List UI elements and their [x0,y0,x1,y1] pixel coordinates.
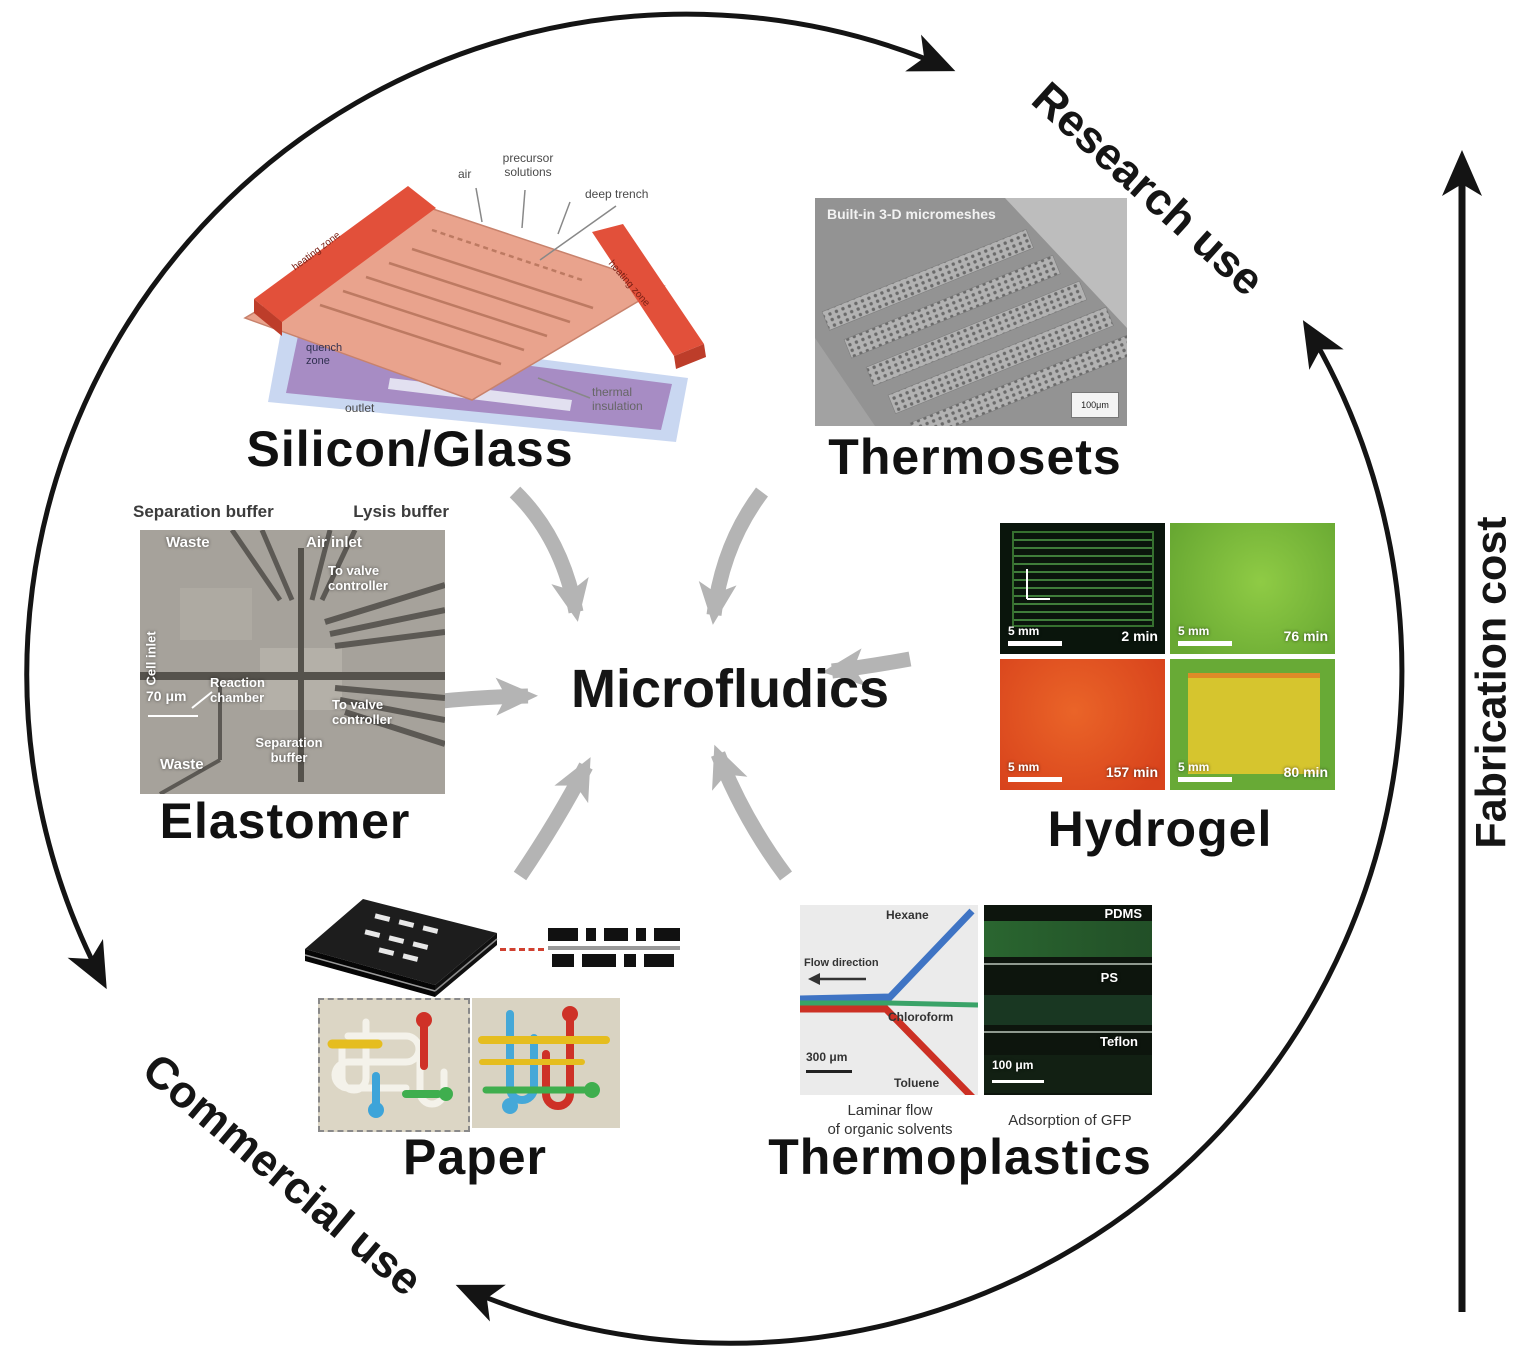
thermoplastics-label-chloroform: Chloroform [888,1010,954,1024]
thermoplastics-label-ps: PS [1100,970,1118,985]
arrow-from-thermosets [698,487,769,625]
elastomer-label-reaction-chamber: Reaction chamber [210,675,265,705]
gfp-band-pdms [984,921,1152,957]
silicon-label-outlet: outlet [345,401,375,415]
band-separator [984,1031,1152,1033]
silicon-label-precursor-solutions: precursor solutions [502,151,554,179]
thermoplastics-label-pdms: PDMS [1104,906,1142,921]
thermoplastics-label-teflon: Teflon [1099,1034,1138,1049]
hydrogel-time-2: 76 min [1283,628,1328,644]
hydrogel-yellow-region [1188,673,1320,774]
thermoplastics-label-flow-direction: Flow direction [804,957,879,969]
arrow-from-hydrogel [822,648,912,687]
hydrogel-scalebar-3 [1008,777,1062,782]
hydrogel-time-4: 80 min [1283,764,1328,780]
elastomer-header-labels: Separation buffer Lysis buffer [133,502,449,522]
gfp-band-ps [984,995,1152,1025]
center-microfluidics-label: Microfludics [570,659,890,719]
elastomer-label-waste-top: Waste [166,534,210,551]
arrow-from-paper [513,757,593,881]
thermosets-figure: Built-in 3-D micromeshes 100μm [815,198,1127,426]
fabrication-cost-label: Fabrication cost [1467,516,1516,849]
elastomer-label-waste-bottom: Waste [160,756,204,773]
thermosets-title: Thermosets [828,429,1122,485]
elastomer-label-cell-inlet: Cell inlet [143,631,159,686]
paper-weave-colored [472,998,620,1128]
gfp-scalebar [992,1080,1044,1083]
hydrogel-panel-157min: 5 mm 157 min [1000,659,1165,790]
paper-3d-device [305,893,510,1003]
hydrogel-time-1: 2 min [1121,628,1158,644]
paper-cross-section-schematic [548,922,680,974]
elastomer-scale-bar-label: 70 μm [146,688,187,704]
paper-connector-dashes [500,948,544,951]
arrow-from-silicon [509,486,589,622]
thermosets-sem-image [815,198,1127,426]
thermoplastics-label-hexane: Hexane [886,908,929,922]
elastomer-label-valve-controller-lower: To valve controller [332,697,392,727]
thermoplastics-scale-300um: 300 μm [806,1050,848,1064]
elastomer-label-air-inlet: Air inlet [306,534,362,551]
silicon-glass-figure: air precursor solutions deep trench heat… [240,150,710,450]
silicon-glass-title: Silicon/Glass [246,421,574,477]
elastomer-label-valve-controller-upper: To valve controller [328,563,388,593]
silicon-label-quench-zone: quench zone [306,342,343,367]
axis-glyph-icon [1026,569,1050,600]
thermoplastics-gfp-panel: PDMS PS Teflon 100 μm [984,905,1152,1095]
silicon-label-deep-trench: deep trench [585,187,649,201]
elastomer-micrograph [140,530,445,794]
hydrogel-serpentine-channels [1012,531,1154,627]
hydrogel-scalebar-1 [1008,641,1062,646]
elastomer-figure: Waste Air inlet To valve controller Cell… [140,530,445,794]
hydrogel-title: Hydrogel [1047,801,1273,857]
thermosets-image-caption: Built-in 3-D micromeshes [827,206,996,222]
hydrogel-figure: 5 mm 2 min 5 mm 76 min 5 mm 157 min 5 mm… [1000,523,1335,790]
gfp-band-teflon [984,1055,1152,1093]
arrow-from-elastomer [431,677,538,716]
arrow-from-thermoplastics [711,744,793,881]
arc-top-left [24,11,956,990]
thermosets-scale-bar: 100μm [1071,392,1119,418]
hydrogel-scalebar-2 [1178,641,1232,646]
hydrogel-scale-2: 5 mm [1178,624,1210,638]
paper-weave-uncolored [318,998,470,1132]
paper-title: Paper [403,1129,547,1185]
hydrogel-panel-76min: 5 mm 76 min [1170,523,1335,654]
hydrogel-panel-2min: 5 mm 2 min [1000,523,1165,654]
thermoplastics-title: Thermoplastics [768,1129,1152,1185]
elastomer-label-lysis-buffer: Lysis buffer [353,502,449,521]
hydrogel-scale-4: 5 mm [1178,760,1210,774]
thermoplastics-scale-100um: 100 μm [992,1058,1034,1073]
thermoplastics-right-caption: Adsorption of GFP [1008,1112,1132,1129]
hydrogel-scalebar-4 [1178,777,1232,782]
band-separator [984,963,1152,965]
thermoplastics-laminar-panel: Hexane Flow direction Chloroform Toluene… [800,905,978,1095]
elastomer-title: Elastomer [159,793,411,849]
thermoplastics-left-caption: Laminar flow of organic solvents [827,1102,953,1138]
hydrogel-scale-1: 5 mm [1008,624,1040,638]
silicon-label-thermal-insulation: thermal insulation [592,385,643,413]
hydrogel-panel-80min: 5 mm 80 min [1170,659,1335,790]
elastomer-label-separation-buffer-bottom: Separation buffer [255,735,323,765]
arc-bottom-right [455,320,1405,1346]
thermoplastics-label-toluene: Toluene [894,1076,940,1090]
hydrogel-time-3: 157 min [1105,764,1158,780]
hydrogel-scale-3: 5 mm [1008,760,1040,774]
silicon-label-air: air [458,167,472,181]
silicon-chip-illustration [243,186,706,442]
elastomer-label-separation-buffer-top: Separation buffer [133,502,274,521]
